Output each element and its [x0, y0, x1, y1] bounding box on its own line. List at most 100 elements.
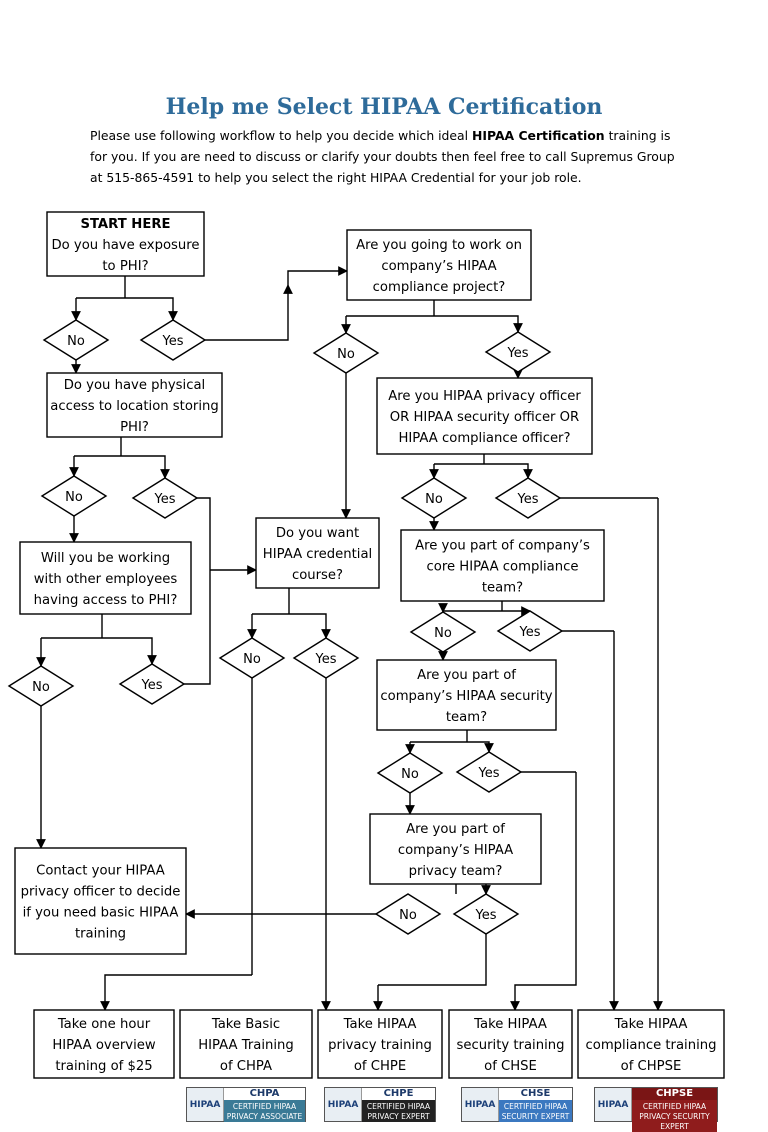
- decision-yes-shape: [131, 477, 199, 519]
- box-privteam-line: privacy team?: [409, 864, 503, 879]
- flowchart-edges: [36, 266, 663, 1011]
- box-r5-shape: [577, 1009, 725, 1079]
- box-officer-line: OR HIPAA security officer OR: [390, 410, 579, 425]
- box-coreteam-shape: [400, 529, 605, 602]
- box-r3-shape: [317, 1009, 443, 1079]
- box-r4-line: of CHSE: [484, 1059, 537, 1074]
- decision-yes-label: Yes: [154, 492, 176, 507]
- box-officer-line: Are you HIPAA privacy officer: [388, 389, 581, 404]
- decision-yes-shape: [118, 663, 186, 705]
- decision-no: No: [409, 611, 477, 653]
- decision-yes: Yes: [118, 663, 186, 705]
- flow-arrow: [410, 741, 494, 753]
- decision-no-shape: [374, 893, 442, 935]
- box-r1-shape: [33, 1009, 175, 1079]
- hipaa-logo-icon: HIPAA: [462, 1088, 499, 1121]
- decision-no-label: No: [401, 767, 419, 782]
- decision-no-shape: [376, 752, 444, 794]
- box-credential-line: course?: [292, 568, 343, 583]
- decision-yes-shape: [139, 319, 207, 361]
- decision-no-shape: [42, 319, 110, 361]
- decision-yes-label: Yes: [141, 678, 163, 693]
- decision-no-shape: [7, 665, 75, 707]
- decision-no: No: [42, 319, 110, 361]
- flow-arrow: [74, 455, 170, 479]
- box-start-line: Do you have exposure: [52, 238, 200, 253]
- decision-no: No: [312, 332, 380, 374]
- decision-yes: Yes: [496, 610, 564, 652]
- box-credential-shape: [255, 517, 380, 589]
- badge-band-line-1: CERTIFIED HIPAA: [642, 1102, 707, 1111]
- decision-yes: Yes: [131, 477, 199, 519]
- box-r5-line: Take HIPAA: [614, 1017, 688, 1032]
- hipaa-logo-icon: HIPAA: [325, 1088, 362, 1121]
- decision-no-label: No: [67, 334, 85, 349]
- decision-no: No: [374, 893, 442, 935]
- box-credential-line: Do you want: [276, 526, 359, 541]
- decision-yes-shape: [452, 893, 520, 935]
- box-physical-line: access to location storing: [50, 399, 219, 414]
- decision-no: No: [376, 752, 444, 794]
- badge-band-line-1: CERTIFIED HIPAA: [232, 1102, 297, 1111]
- box-others-line: Will you be working: [41, 551, 170, 566]
- box-officer-shape: [376, 377, 593, 455]
- box-secteam-line: Are you part of: [417, 668, 516, 683]
- badge-band-line-1: CERTIFIED HIPAA: [503, 1102, 568, 1111]
- decision-yes-label: Yes: [162, 334, 184, 349]
- box-officer: Are you HIPAA privacy officer OR HIPAA se…: [376, 377, 593, 455]
- decision-yes-shape: [496, 610, 564, 652]
- box-r3-line: Take HIPAA: [343, 1017, 417, 1032]
- intro-text-start: Please use following workflow to help yo…: [90, 128, 473, 143]
- box-contact-line: Contact your HIPAA: [36, 864, 165, 879]
- box-privteam-line: Are you part of: [406, 822, 505, 837]
- badge-code: CHPE: [362, 1088, 435, 1100]
- decision-no-label: No: [32, 680, 50, 695]
- flow-arrow: [100, 974, 252, 1011]
- decision-no-shape: [400, 477, 468, 519]
- decision-yes: Yes: [139, 319, 207, 361]
- box-coreteam-line: Are you part of company’s: [415, 539, 590, 554]
- decision-yes-label: Yes: [478, 766, 500, 781]
- box-others-shape: [19, 541, 192, 615]
- badge-band-line-2: PRIVACY SECURITY EXPERT: [639, 1112, 710, 1131]
- box-physical-shape: [46, 372, 223, 438]
- box-coreteam-line: team?: [482, 581, 523, 596]
- box-physical-line: PHI?: [120, 420, 149, 435]
- badge-code: CHPA: [224, 1088, 305, 1100]
- decision-no-shape: [312, 332, 380, 374]
- intro-text-end: training is for you. If you are need to …: [90, 128, 675, 185]
- hipaa-logo-icon: HIPAA: [187, 1088, 224, 1121]
- box-officer-line: HIPAA compliance officer?: [399, 431, 571, 446]
- decision-yes-label: Yes: [475, 908, 497, 923]
- box-r2-shape: [179, 1009, 313, 1079]
- box-project-shape: [346, 229, 532, 301]
- decision-yes-shape: [494, 477, 562, 519]
- decision-yes: Yes: [292, 637, 360, 679]
- box-r2-line: of CHPA: [220, 1059, 272, 1074]
- box-others-line: with other employees: [34, 572, 178, 587]
- decision-yes: Yes: [494, 477, 562, 519]
- badge-code: CHPSE: [632, 1088, 717, 1100]
- decision-yes-shape: [292, 637, 360, 679]
- badge-band-line-2: PRIVACY ASSOCIATE: [226, 1112, 303, 1121]
- box-privteam-shape: [369, 813, 542, 885]
- decision-yes-shape: [484, 331, 552, 373]
- flow-line: [184, 570, 211, 685]
- box-project-line: company’s HIPAA: [381, 259, 496, 274]
- box-r5-line: of CHPSE: [621, 1059, 682, 1074]
